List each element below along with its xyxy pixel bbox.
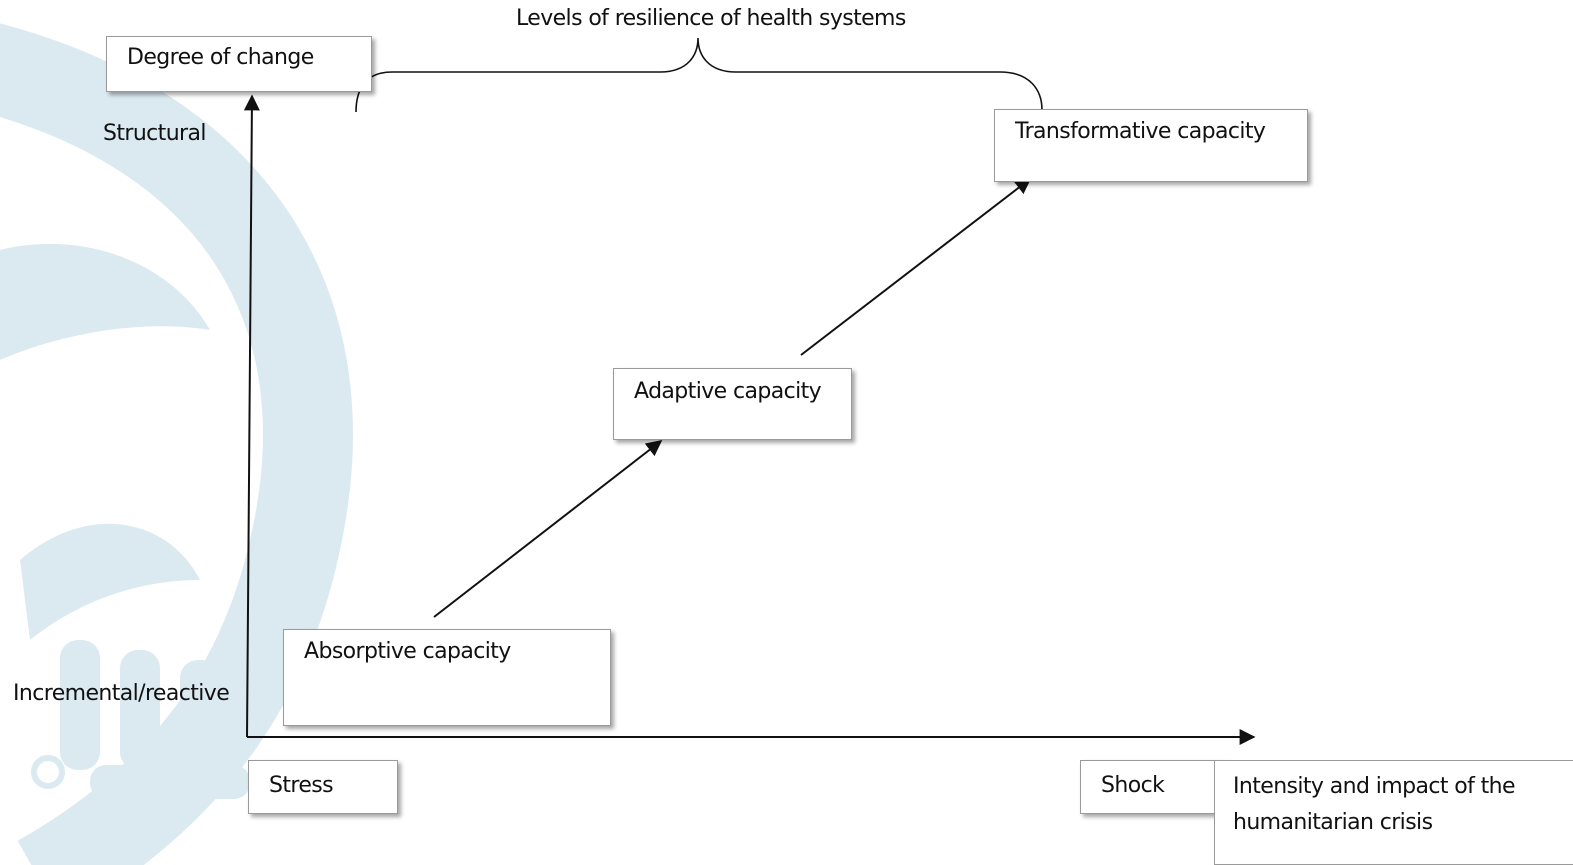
y-axis-label: Degree of change [127, 45, 314, 70]
shock-label: Shock [1101, 773, 1165, 798]
y-axis-top-label: Structural [103, 121, 206, 146]
absorptive-capacity-box: Absorptive capacity [283, 629, 611, 726]
transformative-capacity-box: Transformative capacity [994, 109, 1308, 182]
x-axis-description: Intensity and impact of the humanitarian… [1233, 774, 1516, 835]
stress-box: Stress [248, 760, 398, 814]
y-axis-label-box: Degree of change [106, 36, 372, 92]
stress-label: Stress [269, 773, 334, 798]
arrow-absorptive-to-adaptive [433, 440, 663, 618]
y-axis-bottom-label: Incremental/reactive [13, 681, 230, 706]
arrow-adaptive-to-transformative [800, 178, 1032, 356]
x-axis-description-box: Intensity and impact of the humanitarian… [1214, 760, 1573, 865]
shock-box: Shock [1080, 760, 1228, 814]
adaptive-capacity-label: Adaptive capacity [634, 379, 822, 404]
absorptive-capacity-label: Absorptive capacity [304, 639, 511, 664]
transformative-capacity-label: Transformative capacity [1015, 119, 1266, 144]
diagram-title: Levels of resilience of health systems [516, 6, 906, 31]
y-axis [243, 94, 260, 738]
adaptive-capacity-box: Adaptive capacity [613, 368, 852, 440]
levels-brace [355, 37, 1043, 113]
